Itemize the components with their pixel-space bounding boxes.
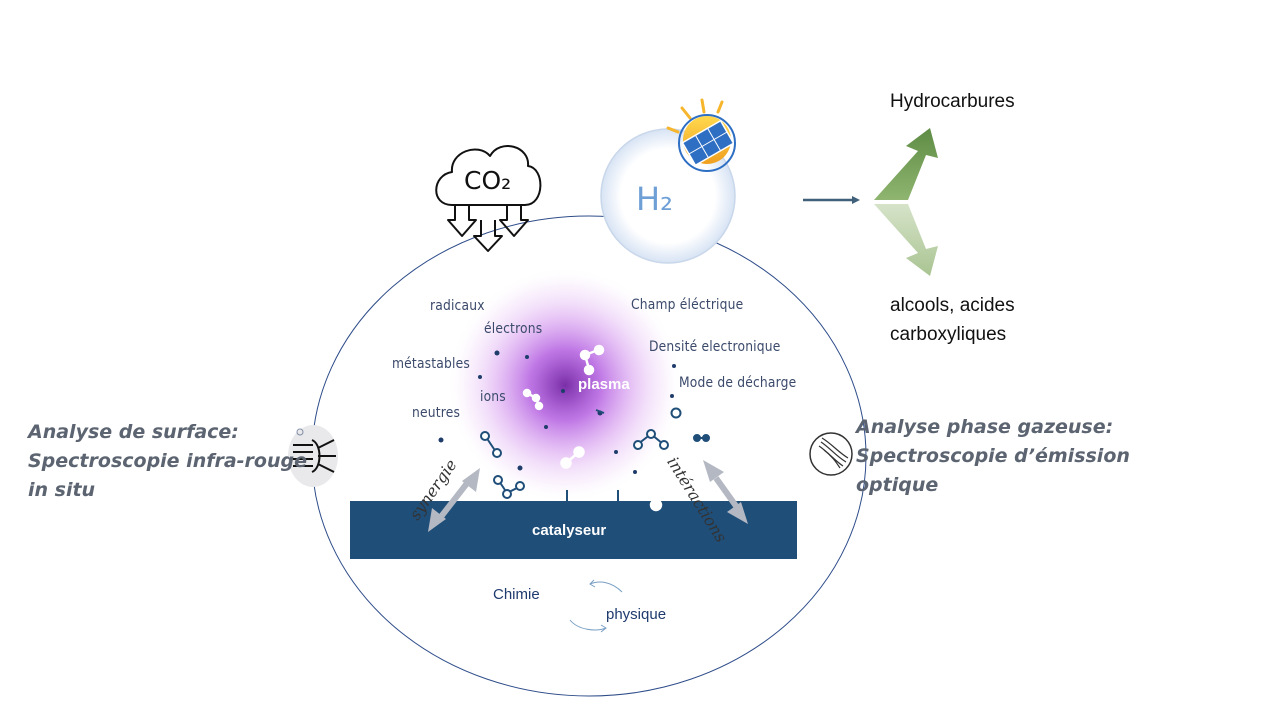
param-densite-electronique: Densité electronique — [649, 339, 781, 355]
surface-analysis-line1: Analyse de surface: — [28, 421, 239, 443]
species-electrons: électrons — [484, 321, 543, 337]
catalyst-bar — [350, 501, 797, 559]
species-neutres: neutres — [412, 405, 461, 421]
product-alcools-line1: alcools, acides — [890, 295, 1015, 316]
particles — [438, 350, 676, 474]
synergie-double-arrow — [428, 468, 480, 532]
optical-fiber-icon — [809, 432, 853, 476]
plasma-glow — [447, 267, 683, 503]
cycle-chimie: Chimie — [493, 586, 540, 603]
product-alcools-line2: carboxyliques — [890, 324, 1007, 345]
gas-analysis-line2: Spectroscopie d’émission — [856, 445, 1130, 467]
solar-panel-icon — [666, 98, 736, 172]
cloud-co2-icon — [435, 145, 542, 252]
surface-analysis-line2: Spectroscopie infra-rouge — [28, 450, 307, 472]
product-arrows — [874, 128, 938, 276]
cycle-physique: physique — [606, 606, 667, 623]
arrow-up-hydrocarbures — [874, 128, 938, 200]
catalyst-ticks — [566, 490, 619, 501]
param-mode-decharge: Mode de décharge — [679, 375, 797, 391]
species-metastables: métastables — [392, 356, 470, 372]
cycle-arrows — [569, 579, 623, 633]
surface-analysis-line3: in situ — [28, 479, 96, 501]
arrow-down-alcools — [874, 204, 938, 276]
catalyst-label: catalyseur — [532, 522, 607, 539]
molecules-white — [522, 344, 663, 512]
gas-analysis-line1: Analyse phase gazeuse: — [856, 416, 1114, 438]
plasma-label: plasma — [578, 376, 630, 393]
reaction-arrow — [803, 196, 860, 204]
gas-analysis-line3: optique — [856, 474, 939, 496]
h2-label: H₂ — [636, 180, 673, 218]
co2-label: CO₂ — [464, 166, 512, 195]
param-champ-electrique: Champ éléctrique — [631, 297, 744, 313]
species-radicaux: radicaux — [430, 298, 485, 314]
interactions-double-arrow — [703, 460, 748, 524]
molecules-blue — [480, 407, 710, 499]
species-ions: ions — [480, 389, 506, 405]
ir-spectroscopy-icon — [288, 425, 338, 487]
product-hydrocarbures: Hydrocarbures — [890, 91, 1015, 112]
